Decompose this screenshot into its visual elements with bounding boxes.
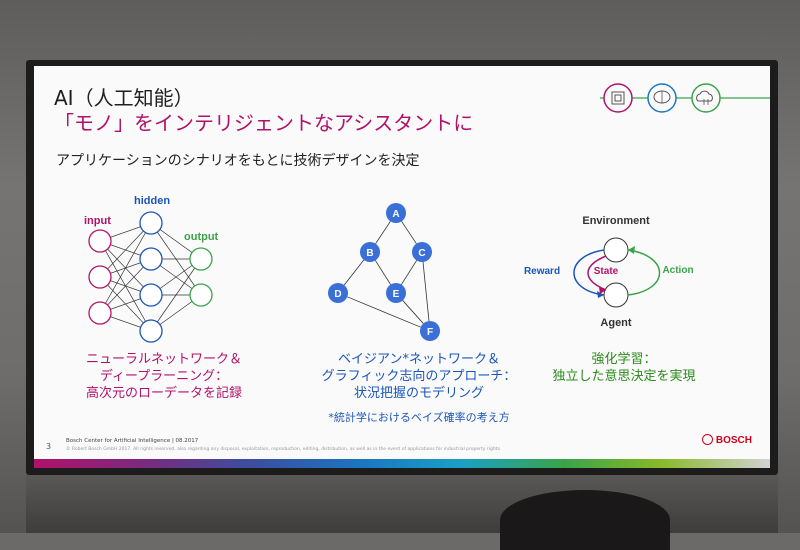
- connection-line: [150, 258, 202, 332]
- bayes-node-label: B: [366, 248, 373, 259]
- bosch-logo: BOSCH: [701, 434, 752, 446]
- output-neuron: [189, 247, 213, 271]
- bayes-node-label: C: [418, 248, 425, 259]
- bayes-node: [386, 203, 406, 223]
- bayes-edge: [401, 221, 417, 244]
- bayes-footnote: *統計学におけるベイズ確率の考え方: [328, 411, 510, 424]
- hidden-neuron: [139, 319, 163, 343]
- input-neuron: [88, 265, 112, 289]
- caption-line: ディープラーニング：: [99, 369, 229, 384]
- caption-line: 独立した意思決定を実現: [552, 369, 696, 384]
- output-neuron: [189, 283, 213, 307]
- action-arrow: [627, 249, 660, 296]
- connection-line: [99, 222, 152, 278]
- connection-line: [99, 222, 152, 314]
- bayes-node: [328, 283, 348, 303]
- hidden-neuron: [139, 211, 163, 235]
- bayesian-caption: ベイジアン*ネットワーク＆ グラフィック志向のアプローチ： 状況把握のモデリング: [304, 351, 534, 402]
- agent-label: Agent: [600, 317, 632, 329]
- hidden-label: hidden: [134, 195, 170, 207]
- bayes-edge: [343, 259, 365, 286]
- neural-network-caption: ニューラルネットワーク＆ ディープラーニング： 高次元のローデータを記録: [64, 351, 264, 402]
- chip-icon: [603, 83, 633, 113]
- caption-line: 強化学習：: [591, 352, 657, 367]
- neural-network-diagram: input hidden output A B C D E F Environment A…: [84, 195, 694, 343]
- state-label: State: [594, 266, 619, 277]
- bayes-node-label: A: [392, 209, 399, 220]
- output-label: output: [184, 231, 219, 243]
- bayes-edge: [375, 221, 391, 244]
- bayes-node-label: F: [427, 327, 433, 338]
- bayes-node: [386, 283, 406, 303]
- caption-line: ニューラルネットワーク＆: [85, 352, 242, 367]
- bayes-edge: [402, 300, 424, 324]
- footer-copyright: © Robert Bosch GmbH 2017. All rights res…: [66, 447, 502, 452]
- state-arrow: [587, 255, 607, 291]
- color-stripe: [34, 459, 770, 468]
- input-neuron: [88, 301, 112, 325]
- reward-label: Reward: [524, 266, 560, 277]
- reward-arrow: [573, 249, 605, 296]
- bayes-node: [420, 321, 440, 341]
- brand-text: BOSCH: [715, 435, 752, 446]
- slide-subtitle: アプリケーションのシナリオをもとに技術デザインを決定: [56, 153, 420, 169]
- caption-line: 状況把握のモデリング: [353, 386, 484, 401]
- bayes-edge: [347, 296, 421, 328]
- caption-line: 高次元のローデータを記録: [85, 386, 242, 401]
- header-icons: [600, 83, 770, 113]
- action-label: Action: [662, 265, 693, 276]
- bayes-node-label: D: [334, 289, 341, 300]
- audience-head: [500, 490, 670, 550]
- hidden-neuron: [139, 247, 163, 271]
- hidden-neuron: [139, 283, 163, 307]
- brain-icon: [647, 83, 677, 113]
- slide-headline: 「モノ」をインテリジェントなアシスタントに: [54, 111, 474, 135]
- reinforcement-diagram: Environment Agent Reward State Action: [524, 215, 694, 329]
- presentation-slide: AI（人工知能） 「モノ」をインテリジェントなアシスタントに アプリケーションの…: [34, 66, 770, 468]
- environment-node: [603, 237, 629, 263]
- page-number: 3: [46, 442, 52, 451]
- bayes-node: [360, 242, 380, 262]
- caption-line: グラフィック志向のアプローチ：: [321, 369, 517, 384]
- input-neuron: [88, 229, 112, 253]
- agent-node: [603, 282, 629, 308]
- input-label: input: [84, 215, 111, 227]
- footer-title: Bosch Center for Artificial Intelligence…: [66, 438, 199, 444]
- slide-title: AI（人工知能）: [54, 86, 194, 110]
- bayes-edge: [375, 260, 391, 285]
- reinforcement-caption: 強化学習： 独立した意思決定を実現: [524, 351, 724, 385]
- bayes-node: [412, 242, 432, 262]
- caption-line: ベイジアン*ネットワーク＆: [338, 352, 500, 367]
- bayes-node-label: E: [393, 289, 400, 300]
- bosch-ring-icon: [701, 434, 713, 445]
- cloud-icon: [691, 83, 721, 113]
- bayes-edge: [401, 260, 417, 285]
- bayes-edge: [422, 261, 430, 322]
- environment-label: Environment: [582, 215, 650, 227]
- connection-line: [99, 258, 152, 314]
